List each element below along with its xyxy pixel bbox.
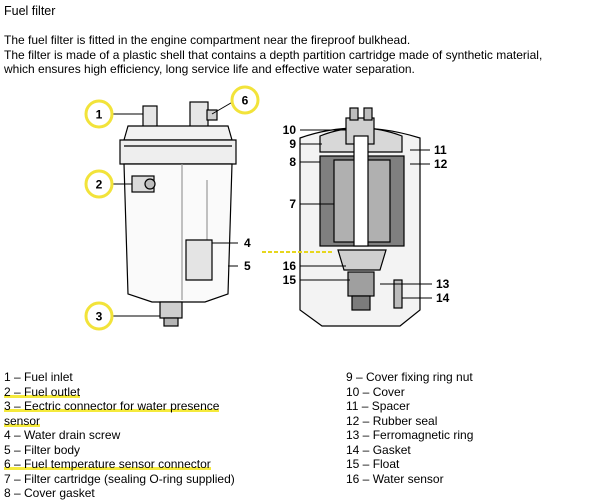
legend-item-highlighted: sensor [4, 413, 41, 428]
callout-2: 2 [84, 169, 114, 199]
callout-7: 7 [289, 197, 296, 211]
legend-item: 14 – Gasket [346, 442, 411, 457]
legend-item: 11 – Spacer [346, 399, 410, 413]
callout-10: 10 [283, 123, 297, 137]
legend-item-highlighted: 6 – Fuel temperature sensor connector [4, 457, 211, 471]
callout-3: 3 [84, 301, 114, 331]
callout-12: 12 [434, 157, 448, 171]
legend-item: 2 – Fuel outlet [4, 384, 254, 400]
legend-left: 1 – Fuel inlet 2 – Fuel outlet 3 – Eectr… [4, 370, 254, 501]
callout-1: 1 [84, 99, 114, 129]
legend-item: 13 – Ferromagnetic ring [346, 428, 474, 442]
intro-line: The filter is made of a plastic shell th… [4, 47, 543, 62]
callout-11: 11 [434, 143, 447, 157]
svg-text:3: 3 [96, 310, 103, 324]
callout-8: 8 [289, 155, 296, 169]
legend-item: 9 – Cover fixing ring nut [346, 370, 473, 384]
filter-external-view [119, 101, 237, 327]
legend-item-highlighted: 2 – Fuel outlet [4, 384, 81, 399]
legend-item: 16 – Water sensor [346, 471, 444, 486]
legend-item: 15 – Float [346, 457, 400, 471]
legend-item: 6 – Fuel temperature sensor connector [4, 457, 254, 472]
legend-item: 3 – Eectric connector for water presence [4, 399, 254, 414]
intro-line: which ensures high efficiency, long serv… [4, 62, 415, 76]
intro-line: The fuel filter is fitted in the engine … [4, 33, 411, 47]
filter-cutaway-view [299, 107, 421, 327]
legend-item: 10 – Cover [346, 384, 405, 399]
callout-15: 15 [283, 273, 297, 287]
legend-item: sensor [4, 413, 254, 429]
legend-right: 9 – Cover fixing ring nut 10 – Cover 11 … [346, 370, 596, 486]
page-title: Fuel filter [4, 4, 56, 18]
callout-6: 6 [230, 85, 260, 115]
callout-13: 13 [436, 277, 450, 291]
callout-16: 16 [283, 259, 297, 273]
fuel-filter-diagram: 1 2 3 6 4 5 10 9 8 7 16 15 11 12 13 14 [84, 85, 450, 331]
legend-item: 12 – Rubber seal [346, 413, 438, 428]
callout-9: 9 [289, 137, 296, 151]
legend-item: 4 – Water drain screw [4, 428, 121, 442]
svg-text:1: 1 [96, 108, 103, 122]
callout-4: 4 [244, 236, 251, 250]
legend-item-highlighted: 3 – Eectric connector for water presence [4, 399, 220, 413]
legend-item: 5 – Filter body [4, 442, 81, 457]
legend-item: 7 – Filter cartridge (sealing O-ring sup… [4, 471, 235, 486]
svg-text:2: 2 [96, 178, 103, 192]
legend-item: 8 – Cover gasket [4, 486, 95, 500]
callout-5: 5 [244, 259, 251, 273]
svg-text:6: 6 [242, 94, 249, 108]
intro-paragraph: The fuel filter is fitted in the engine … [4, 33, 598, 77]
callout-14: 14 [436, 291, 450, 305]
legend-item: 1 – Fuel inlet [4, 370, 73, 384]
